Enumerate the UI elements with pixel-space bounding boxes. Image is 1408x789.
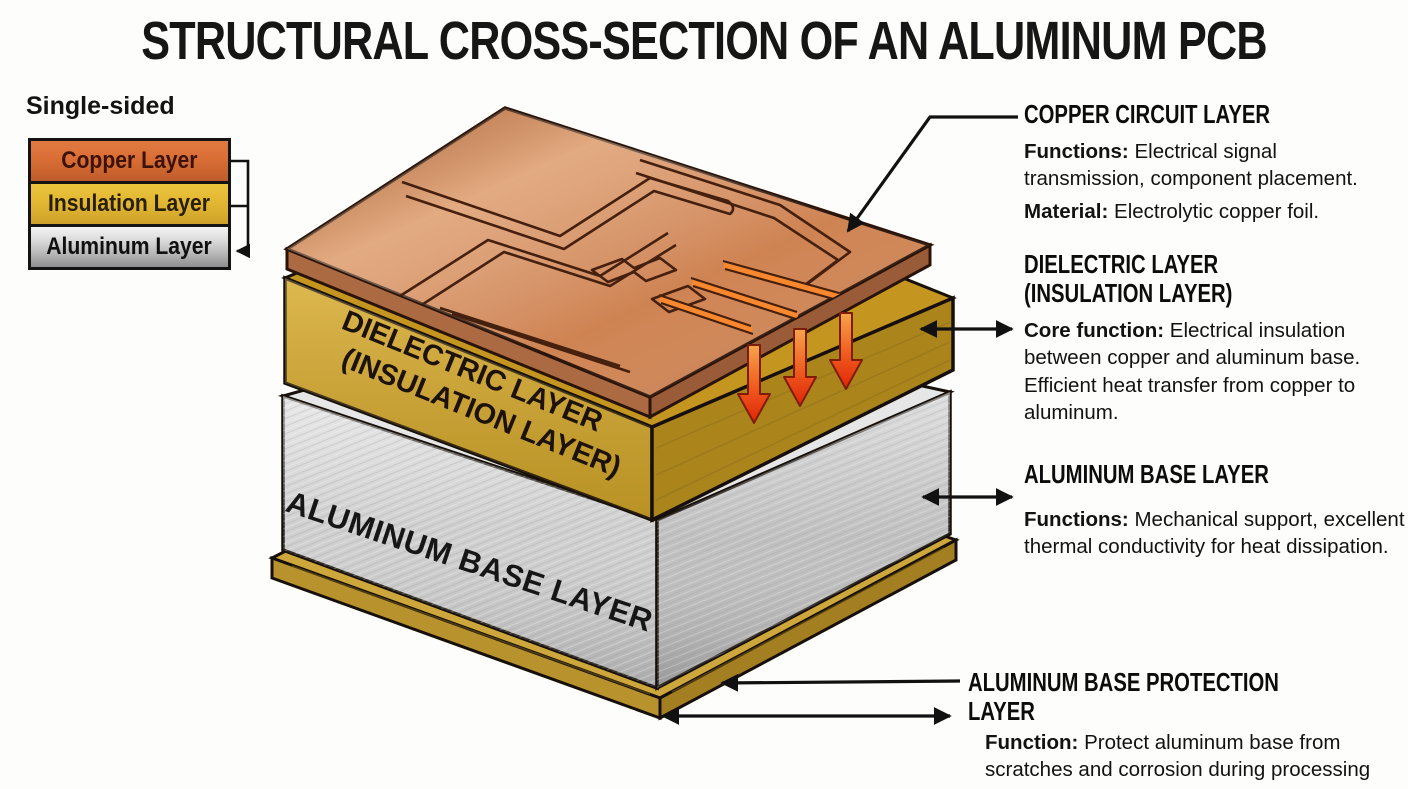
annotation-copper-material: Material: Electrolytic copper foil. <box>1024 198 1384 225</box>
dielectric-left-sheen <box>285 278 652 520</box>
legend-insulation-label: Insulation Layer <box>48 190 211 217</box>
annotation-dielectric-heading: DIELECTRIC LAYER (INSULATION LAYER) <box>1024 249 1233 309</box>
circuit-trace <box>419 243 677 308</box>
protection-rim-line <box>291 565 651 695</box>
annotation-aluminum-heading: ALUMINUM BASE LAYER <box>1024 459 1269 489</box>
hot-trace <box>691 279 799 319</box>
legend-copper-label: Copper Layer <box>61 147 198 174</box>
circuit-pad <box>650 284 707 314</box>
legend-copper-layer: Copper Layer <box>28 138 231 184</box>
circuit-trace <box>399 231 669 298</box>
circuit-trace <box>451 312 631 374</box>
annotation-copper-heading: COPPER CIRCUIT LAYER <box>1024 99 1271 129</box>
annotation-aluminum-functions: Functions: Mechanical support, excellent… <box>1024 506 1406 561</box>
protection-rim-line <box>671 547 945 693</box>
dielectric-striation <box>655 341 951 476</box>
protection-function-label: Function: <box>985 731 1079 755</box>
material-label: Material: <box>1024 199 1109 223</box>
heat-arrow-icon <box>737 344 771 424</box>
copper-connector-line <box>846 115 1018 233</box>
protection-connector-line-upper <box>720 673 961 692</box>
alu-functions-label: Functions: <box>1024 508 1129 532</box>
heat-arrow-icon <box>783 328 817 407</box>
annotation-copper: COPPER CIRCUIT LAYER Functions: Electric… <box>1024 99 1384 230</box>
legend-bracket <box>231 159 251 259</box>
annotation-dielectric: DIELECTRIC LAYER (INSULATION LAYER) Core… <box>1024 249 1406 431</box>
core-function-text: Electrical insulation between copper and… <box>1024 319 1361 424</box>
annotation-protection: ALUMINUM BASE PROTECTION LAYER Function:… <box>968 667 1398 789</box>
circuit-pad <box>590 256 678 284</box>
circuit-trace <box>635 171 840 292</box>
heat-arrows <box>737 312 863 424</box>
alu-functions-text: Mechanical support, excellent thermal co… <box>1024 508 1405 559</box>
diagram-svg: DIELECTRIC LAYER (INSULATION LAYER) ALUM… <box>231 106 1018 725</box>
copper-top-sheen <box>287 108 930 397</box>
legend-aluminum-layer: Aluminum Layer <box>28 224 231 270</box>
protection-right-face <box>658 537 958 721</box>
legend-insulation-layer: Insulation Layer <box>28 181 231 227</box>
material-text: Electrolytic copper foil. <box>1114 199 1320 223</box>
core-function-label: Core function: <box>1024 319 1165 343</box>
aluminum-left-brush <box>283 396 657 688</box>
hot-trace <box>723 262 841 300</box>
legend-aluminum-label: Aluminum Layer <box>46 233 213 260</box>
connectors <box>661 115 1018 725</box>
hot-traces <box>659 262 841 333</box>
functions-text: Electrical signal transmission, componen… <box>1024 140 1358 191</box>
heat-arrow-icon <box>829 312 863 390</box>
pcb-cross-section-diagram: DIELECTRIC LAYER (INSULATION LAYER) ALUM… <box>26 11 1406 781</box>
legend: Copper Layer Insulation Layer Aluminum L… <box>28 138 231 270</box>
annotation-protection-function: Function: Protect aluminum base from scr… <box>985 729 1385 784</box>
annotation-aluminum: ALUMINUM BASE LAYER Functions: Mechanica… <box>1024 459 1406 566</box>
copper-layer-shape <box>283 106 935 420</box>
page-title: STRUCTURAL CROSS-SECTION OF AN ALUMINUM … <box>141 11 1267 71</box>
functions-label: Functions: <box>1024 140 1129 164</box>
aluminum-right-brush <box>657 392 950 688</box>
annotation-copper-functions: Functions: Electrical signal transmissio… <box>1024 138 1384 193</box>
circuit-trace <box>439 306 621 368</box>
dielectric-striation <box>655 359 951 501</box>
annotation-dielectric-corefunction: Core function: Electrical insulation bet… <box>1024 317 1406 426</box>
circuit-traces <box>399 158 852 374</box>
legend-heading: Single-sided <box>26 92 175 120</box>
annotation-protection-heading: ALUMINUM BASE PROTECTION LAYER <box>968 667 1279 727</box>
hot-trace-edges <box>658 259 842 336</box>
hot-trace <box>659 296 753 333</box>
